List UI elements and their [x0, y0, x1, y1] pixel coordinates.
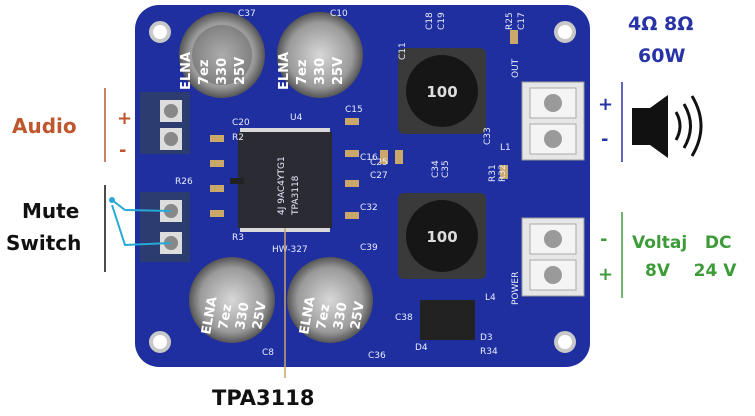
- svg-text:Mute: Mute: [22, 199, 79, 223]
- svg-text:7ez: 7ez: [197, 60, 212, 85]
- svg-text:+: +: [117, 108, 132, 129]
- audio-annotation: Audio + -: [12, 88, 132, 162]
- mute-switch-terminal[interactable]: [140, 192, 190, 262]
- speaker-annotation: 4Ω 8Ω 60W + -: [598, 13, 703, 162]
- svg-text:L1: L1: [500, 143, 511, 153]
- svg-text:OUT: OUT: [511, 58, 521, 78]
- svg-text:C18: C18: [425, 12, 435, 30]
- svg-text:C34: C34: [431, 160, 441, 178]
- svg-text:D4: D4: [415, 343, 428, 353]
- capacitor: ELNA 7ez 330 25V: [189, 257, 275, 343]
- svg-text:ELNA: ELNA: [199, 296, 220, 336]
- ic-chip: TPA3118 4J 9AC4YTG1: [238, 128, 332, 232]
- svg-text:R34: R34: [480, 347, 498, 357]
- svg-text:C17: C17: [517, 12, 527, 30]
- svg-text:C19: C19: [437, 12, 447, 30]
- svg-text:330: 330: [233, 301, 252, 330]
- power-annotation: - + Voltaj DC 8V 24 V: [598, 212, 737, 298]
- svg-text:7ez: 7ez: [314, 303, 333, 331]
- svg-text:C27: C27: [370, 171, 388, 181]
- svg-text:C11: C11: [398, 42, 408, 60]
- mounting-holes: [149, 21, 576, 353]
- svg-text:330: 330: [331, 301, 350, 330]
- svg-text:Voltaj DC: Voltaj DC: [632, 233, 732, 253]
- svg-text:TPA3118: TPA3118: [291, 175, 301, 216]
- svg-text:R32: R32: [498, 164, 508, 182]
- svg-text:330: 330: [215, 58, 230, 85]
- svg-text:-: -: [600, 229, 607, 250]
- svg-text:100: 100: [426, 83, 457, 101]
- chip-annotation: TPA3118: [212, 228, 315, 410]
- svg-text:60W: 60W: [638, 45, 685, 67]
- diode-package: [420, 300, 475, 340]
- svg-text:ELNA: ELNA: [179, 52, 194, 90]
- svg-text:R3: R3: [232, 233, 244, 243]
- svg-text:C35: C35: [441, 160, 451, 178]
- svg-text:Switch: Switch: [6, 231, 81, 255]
- svg-text:+: +: [598, 94, 613, 115]
- power-input-terminal[interactable]: [521, 217, 585, 297]
- speaker-volume-icon: [632, 95, 703, 158]
- svg-text:C20: C20: [232, 118, 250, 128]
- svg-text:Audio: Audio: [12, 114, 77, 138]
- capacitor: ELNA 7ez 330 25V: [287, 257, 373, 343]
- board-model: HW-327: [272, 245, 308, 255]
- svg-text:C36: C36: [368, 351, 386, 361]
- svg-text:D3: D3: [480, 333, 493, 343]
- svg-text:ELNA: ELNA: [277, 52, 292, 90]
- inductor: 100: [398, 48, 486, 134]
- svg-text:8V 24 V: 8V 24 V: [645, 261, 737, 281]
- svg-text:-: -: [119, 140, 126, 161]
- svg-text:7ez: 7ez: [295, 60, 310, 85]
- svg-text:C8: C8: [262, 348, 274, 358]
- audio-input-terminal[interactable]: [140, 92, 190, 154]
- smd-components: [210, 30, 518, 219]
- svg-text:TPA3118: TPA3118: [212, 386, 315, 410]
- svg-text:25V: 25V: [233, 57, 248, 85]
- svg-text:R26: R26: [175, 177, 193, 187]
- svg-text:R25: R25: [505, 12, 515, 30]
- capacitor: ELNA 7ez 330 25V: [277, 12, 363, 98]
- svg-text:330: 330: [313, 58, 328, 85]
- capacitor: ELNA 7ez 330 25V: [179, 12, 265, 98]
- svg-text:4J 9AC4YTG1: 4J 9AC4YTG1: [277, 156, 287, 215]
- svg-text:L4: L4: [485, 293, 496, 303]
- svg-text:-: -: [601, 129, 608, 150]
- svg-text:C25: C25: [370, 158, 388, 168]
- svg-text:U4: U4: [290, 113, 303, 123]
- svg-text:25V: 25V: [331, 57, 346, 85]
- svg-text:25V: 25V: [348, 300, 368, 330]
- silkscreen-labels: C37 C10 U4 C20 C15 R2 C16 C25 C27 C32 C3…: [175, 9, 527, 361]
- svg-text:C16: C16: [360, 153, 378, 163]
- svg-text:7ez: 7ez: [216, 303, 235, 331]
- svg-text:R31: R31: [488, 164, 498, 182]
- svg-text:C37: C37: [238, 9, 256, 19]
- svg-text:C32: C32: [360, 203, 378, 213]
- svg-text:+: +: [598, 264, 613, 285]
- svg-text:ELNA: ELNA: [297, 296, 318, 336]
- svg-text:C10: C10: [330, 9, 348, 19]
- svg-text:C33: C33: [483, 127, 493, 145]
- svg-text:100: 100: [426, 228, 457, 246]
- mute-switch-annotation: Mute Switch: [6, 185, 172, 272]
- inductor: 100: [398, 193, 486, 279]
- svg-text:C38: C38: [395, 313, 413, 323]
- svg-text:POWER: POWER: [511, 272, 521, 305]
- svg-text:C15: C15: [345, 105, 363, 115]
- speaker-output-terminal[interactable]: [521, 81, 585, 161]
- svg-text:4Ω 8Ω: 4Ω 8Ω: [628, 13, 693, 35]
- svg-text:R2: R2: [232, 133, 244, 143]
- svg-text:C39: C39: [360, 243, 378, 253]
- svg-text:25V: 25V: [250, 300, 270, 330]
